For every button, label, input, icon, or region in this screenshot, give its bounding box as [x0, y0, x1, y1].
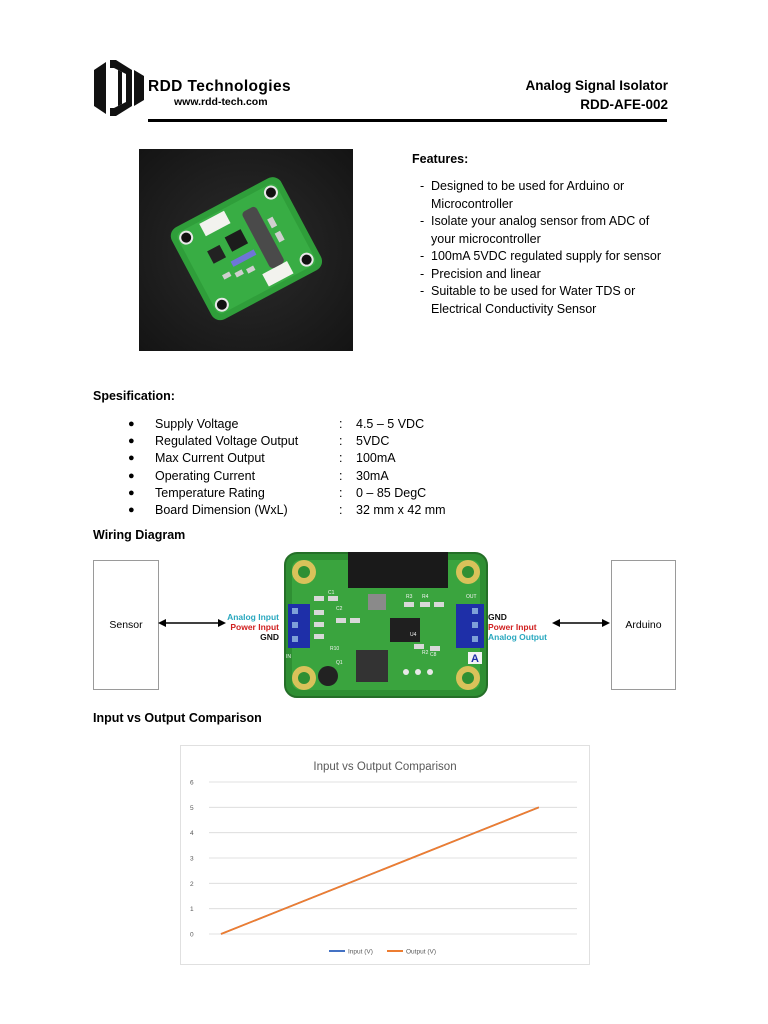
bullet-icon: ● [128, 486, 135, 499]
product-code: RDD-AFE-002 [580, 97, 668, 112]
spec-separator: : [339, 485, 343, 500]
spec-separator: : [339, 433, 343, 448]
spec-separator: : [339, 468, 343, 483]
y-tick-label: 1 [190, 906, 194, 913]
arduino-box: Arduino [611, 560, 676, 690]
spec-value: 0 – 85 DegC [356, 485, 427, 500]
board-mark-out: OUT [466, 594, 477, 600]
spec-row: ● Supply Voltage : 4.5 – 5 VDC [128, 415, 446, 432]
bullet-icon: ● [128, 452, 135, 465]
features-list: Designed to be used for Arduino or Micro… [420, 178, 670, 318]
spec-name: Supply Voltage [155, 416, 239, 431]
spec-name: Operating Current [155, 468, 256, 483]
board-mark-u4: U4 [410, 632, 417, 638]
features-heading: Features: [412, 152, 469, 166]
pin-label-power-input: Power Input [230, 622, 279, 632]
spec-separator: : [339, 503, 343, 518]
spec-name: Regulated Voltage Output [155, 433, 299, 448]
board-mark-c2: C2 [336, 606, 343, 612]
specification-heading: Spesification: [93, 389, 175, 403]
y-tick-label: 2 [190, 881, 194, 888]
spec-row: ● Operating Current : 30mA [128, 467, 446, 484]
product-photo [139, 149, 353, 351]
chart-legend: Input (V) Output (V) [329, 949, 436, 956]
board-mark-r3: R3 [406, 594, 413, 600]
chart-lines [220, 806, 540, 935]
board-mark-c1: C1 [328, 590, 335, 596]
chart-y-ticks: 0 1 2 3 4 5 6 [190, 780, 194, 939]
feature-item: Isolate your analog sensor from ADC of y… [420, 213, 670, 248]
chart-title: Input vs Output Comparison [313, 761, 456, 773]
spec-name: Temperature Rating [155, 485, 265, 500]
spec-row: ● Max Current Output : 100mA [128, 450, 446, 467]
spec-value: 5VDC [356, 433, 390, 448]
y-tick-label: 4 [190, 830, 194, 837]
company-name: RDD Technologies [148, 78, 292, 95]
board-mark-r4: R4 [422, 594, 429, 600]
chart-grid [209, 781, 577, 935]
spec-row: ● Temperature Rating : 0 – 85 DegC [128, 484, 446, 501]
output-pin-labels: GND Power Input Analog Output [488, 612, 547, 642]
arduino-label: Arduino [625, 619, 662, 631]
comparison-heading: Input vs Output Comparison [93, 711, 262, 725]
sensor-label: Sensor [109, 619, 143, 631]
product-photo-graphic [139, 149, 353, 351]
specification-table: ● Supply Voltage : 4.5 – 5 VDC ● Regulat… [128, 415, 446, 519]
spec-separator: : [339, 451, 343, 466]
header-rule [148, 119, 667, 122]
board-mark-in: IN [286, 654, 291, 660]
comparison-chart: Input vs Output Comparison 0 1 2 3 4 5 6 Input… [180, 745, 590, 965]
bullet-icon: ● [128, 504, 135, 517]
spec-name: Board Dimension (WxL) [155, 503, 288, 518]
pin-label-analog-input: Analog Input [227, 612, 279, 622]
spec-value: 30mA [356, 468, 389, 483]
input-pin-labels: Analog Input Power Input GND [227, 612, 279, 642]
board-mark-r2: R2 [422, 650, 429, 656]
board-mark-r10: R10 [330, 646, 339, 652]
y-tick-label: 5 [190, 805, 194, 812]
bullet-icon: ● [128, 417, 135, 430]
spec-value: 32 mm x 42 mm [356, 503, 446, 518]
pin-label-gnd: GND [488, 612, 507, 622]
y-tick-label: 0 [190, 932, 194, 939]
sensor-double-arrow-icon [158, 619, 226, 627]
bullet-icon: ● [128, 469, 135, 482]
arduino-double-arrow-icon [552, 619, 610, 627]
bullet-icon: ● [128, 434, 135, 447]
board-mark-a: A [471, 653, 479, 665]
pcb-board-diagram: R3 R4 U4 R2 C8 C1 C2 R10 Q1 IN OUT A [284, 552, 488, 698]
spec-separator: : [339, 416, 343, 431]
rdd-logo [94, 60, 144, 116]
board-mark-c8: C8 [430, 652, 437, 658]
pin-label-gnd: GND [260, 632, 279, 642]
legend-label: Output (V) [406, 949, 436, 956]
company-website: www.rdd-tech.com [174, 96, 268, 108]
spec-value: 4.5 – 5 VDC [356, 416, 425, 431]
pin-label-analog-output: Analog Output [488, 632, 548, 642]
product-name: Analog Signal Isolator [525, 78, 668, 93]
y-tick-label: 6 [190, 780, 194, 787]
legend-label: Input (V) [348, 949, 373, 956]
spec-value: 100mA [356, 451, 396, 466]
wiring-heading: Wiring Diagram [93, 528, 186, 542]
spec-row: ● Regulated Voltage Output : 5VDC [128, 432, 446, 449]
feature-item: Designed to be used for Arduino or Micro… [420, 178, 670, 213]
y-tick-label: 3 [190, 856, 194, 863]
document-title: Analog Signal Isolator RDD-AFE-002 [525, 76, 668, 114]
pin-label-power-input: Power Input [488, 622, 537, 632]
spec-row: ● Board Dimension (WxL) : 32 mm x 42 mm [128, 501, 446, 518]
board-mark-q1: Q1 [336, 660, 343, 666]
feature-item: Precision and linear [420, 266, 670, 284]
feature-item: Suitable to be used for Water TDS or Ele… [420, 283, 670, 318]
chart-canvas: Input vs Output Comparison 0 1 2 3 4 5 6 Input… [190, 761, 577, 956]
spec-name: Max Current Output [155, 451, 265, 466]
sensor-box: Sensor [93, 560, 159, 690]
feature-item: 100mA 5VDC regulated supply for sensor [420, 248, 670, 266]
series-line-output [220, 806, 540, 935]
